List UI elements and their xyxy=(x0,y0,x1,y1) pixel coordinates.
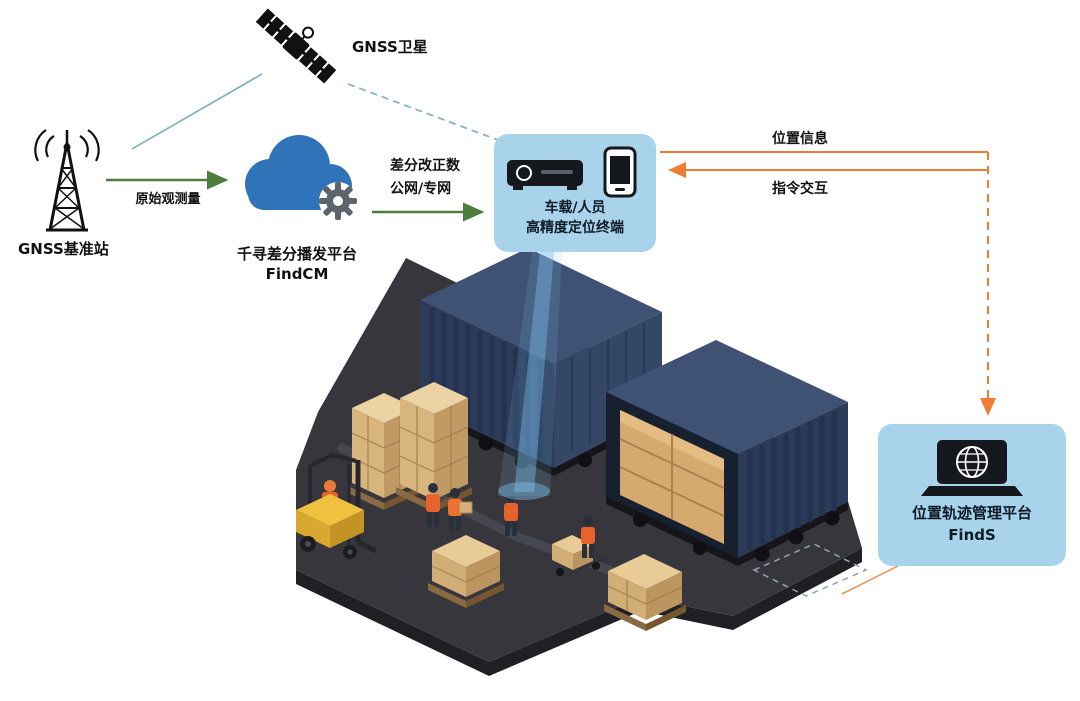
forklift-driver xyxy=(324,480,336,492)
worker xyxy=(448,488,473,530)
satellite-basestation-link xyxy=(131,73,263,150)
correction-label-line2: 公网/专网 xyxy=(390,181,452,197)
gear-icon xyxy=(319,182,357,220)
terminal-label-line2: 高精度定位终端 xyxy=(526,220,624,236)
terminal-label-line1: 车载/人员 xyxy=(544,200,606,216)
positioning-beam xyxy=(498,252,562,500)
satellite-terminal-link xyxy=(347,83,499,141)
platform-label-line2: FindS xyxy=(948,526,996,544)
terminal-icons xyxy=(507,146,637,198)
cloud-platform-sub-label: FindCM xyxy=(265,265,329,283)
worker xyxy=(504,492,518,536)
laptop-globe-icon xyxy=(921,440,1023,496)
forklift xyxy=(296,452,378,559)
position-info-label: 位置信息 xyxy=(772,131,828,147)
dashed-zone xyxy=(752,543,868,597)
smartphone-icon xyxy=(603,146,637,198)
satellite-label: GNSS卫星 xyxy=(352,38,428,56)
container-2 xyxy=(606,340,848,566)
worker xyxy=(581,516,595,558)
terminal-panel: 车载/人员 高精度定位终端 xyxy=(494,134,656,252)
worker xyxy=(426,483,440,527)
warehouse-scene xyxy=(296,248,868,676)
raw-observation-label: 原始观测量 xyxy=(135,192,201,207)
antenna-tower-icon xyxy=(34,129,100,232)
ground-side xyxy=(296,548,862,676)
platform-icon xyxy=(921,440,1023,496)
correction-label-line1: 差分改正数 xyxy=(390,158,460,174)
cloud-gear-icon xyxy=(245,135,357,220)
satellite-icon xyxy=(255,8,337,84)
vehicle-terminal-icon xyxy=(507,160,583,190)
cloud-platform-label: 千寻差分播发平台 xyxy=(236,245,357,263)
platform-pointer-line xyxy=(841,565,899,595)
platform-label-line1: 位置轨迹管理平台 xyxy=(911,504,1032,522)
platform-panel: 位置轨迹管理平台 FindS xyxy=(878,424,1066,566)
command-interaction-label: 指令交互 xyxy=(772,181,828,197)
pallet-2 xyxy=(604,554,686,631)
base-station-label: GNSS基准站 xyxy=(18,240,109,258)
pallet-1 xyxy=(428,535,504,608)
